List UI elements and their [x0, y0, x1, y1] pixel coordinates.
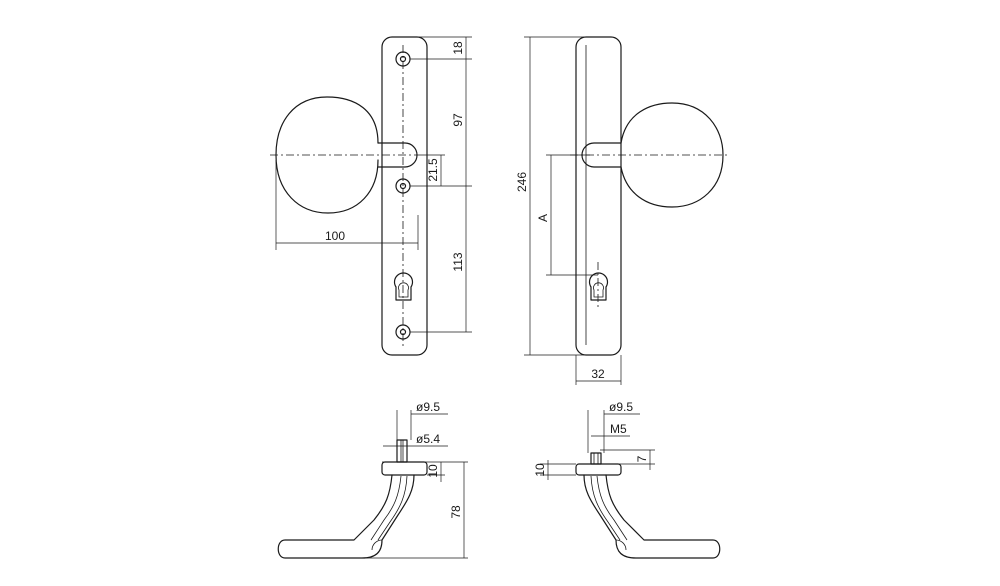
cylinder-keyhole-side	[588, 272, 609, 301]
dim-label-hole-spacing-top: 97	[451, 113, 465, 127]
side-view	[570, 36, 730, 356]
rose-right	[575, 463, 622, 476]
dim-label-spindle-offset: 21.5	[426, 158, 440, 182]
lever-handle-right	[575, 452, 721, 559]
dim-label-left-inner-diameter: ø5.4	[416, 432, 440, 446]
dim-label-top-hole-offset: 18	[451, 41, 465, 55]
lever-handle-left	[277, 439, 428, 559]
knob-outline-side	[620, 102, 724, 208]
dim-label-handle-height: 78	[449, 505, 463, 519]
lever-left-dimensions	[362, 410, 468, 559]
cylinder-keyhole	[393, 272, 414, 301]
backplate-side	[575, 36, 622, 356]
dim-label-plate-length: 246	[515, 172, 529, 192]
lever-arm-left	[277, 474, 415, 559]
dim-label-thread-length: 7	[635, 455, 649, 462]
front-view-dimensions	[275, 36, 472, 333]
dim-label-distance-a: A	[536, 214, 550, 222]
side-view-dimensions	[524, 36, 622, 385]
dim-label-left-rose-height: 10	[426, 464, 440, 478]
dim-label-right-rose-height: 10	[533, 463, 547, 477]
dim-label-hole-spacing-bottom: 113	[451, 252, 465, 271]
lever-arm-right	[583, 474, 721, 559]
lever-right-dimensions	[540, 410, 655, 480]
dim-label-knob-projection: 100	[325, 229, 345, 243]
front-view	[270, 36, 428, 356]
dim-label-right-outer-diameter: ø9.5	[609, 400, 633, 414]
dim-label-left-outer-diameter: ø9.5	[416, 400, 440, 414]
backplate-front	[381, 36, 428, 356]
rose-left	[381, 461, 428, 476]
dim-label-thread: M5	[610, 422, 627, 436]
dim-label-plate-width: 32	[591, 367, 605, 381]
